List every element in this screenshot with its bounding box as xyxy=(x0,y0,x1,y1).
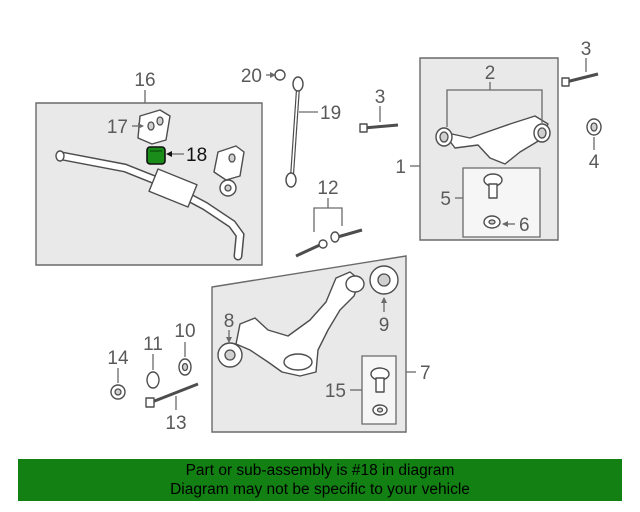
leader-2 xyxy=(446,89,543,127)
callout-8: 8 xyxy=(224,311,235,332)
bolt-13 xyxy=(145,382,199,408)
callout-7: 7 xyxy=(420,363,431,384)
washer-11 xyxy=(146,371,160,389)
lower-control-arm-frame xyxy=(211,255,407,433)
callout-3-center: 3 xyxy=(375,87,386,108)
banner-line-2: Diagram may not be specific to your vehi… xyxy=(170,481,470,498)
callout-6: 6 xyxy=(519,215,530,236)
callout-labels: 2 3 3 4 5 6 1 16 17 18 20 19 12 8 9 10 1… xyxy=(107,39,600,434)
upper-control-arm-frame xyxy=(419,57,559,241)
callout-5: 5 xyxy=(440,189,451,210)
stabilizer-link xyxy=(274,69,304,188)
callout-18: 18 xyxy=(186,145,207,166)
callout-2: 2 xyxy=(485,63,496,84)
stabilizer-bar-frame xyxy=(35,102,263,266)
callout-1: 1 xyxy=(395,157,406,178)
notice-banner: Part or sub-assembly is #18 in diagram D… xyxy=(18,459,622,501)
bushing-18-highlighted xyxy=(146,146,166,165)
leader-12 xyxy=(313,207,343,232)
banner-line-1: Part or sub-assembly is #18 in diagram xyxy=(185,462,455,479)
callout-19: 19 xyxy=(320,103,341,124)
callout-10: 10 xyxy=(174,321,195,342)
callout-11: 11 xyxy=(143,334,163,355)
callout-15: 15 xyxy=(325,381,346,402)
callout-12: 12 xyxy=(317,178,338,199)
bolt-3-right xyxy=(561,72,599,87)
callout-14: 14 xyxy=(107,348,129,369)
callout-16: 16 xyxy=(134,70,155,91)
callout-9: 9 xyxy=(379,315,390,336)
callout-3-right: 3 xyxy=(581,39,592,60)
callout-17: 17 xyxy=(107,117,128,138)
callout-20: 20 xyxy=(241,66,262,87)
bolt-3-center xyxy=(359,123,399,133)
callout-4: 4 xyxy=(589,152,600,173)
callout-13: 13 xyxy=(165,413,186,434)
